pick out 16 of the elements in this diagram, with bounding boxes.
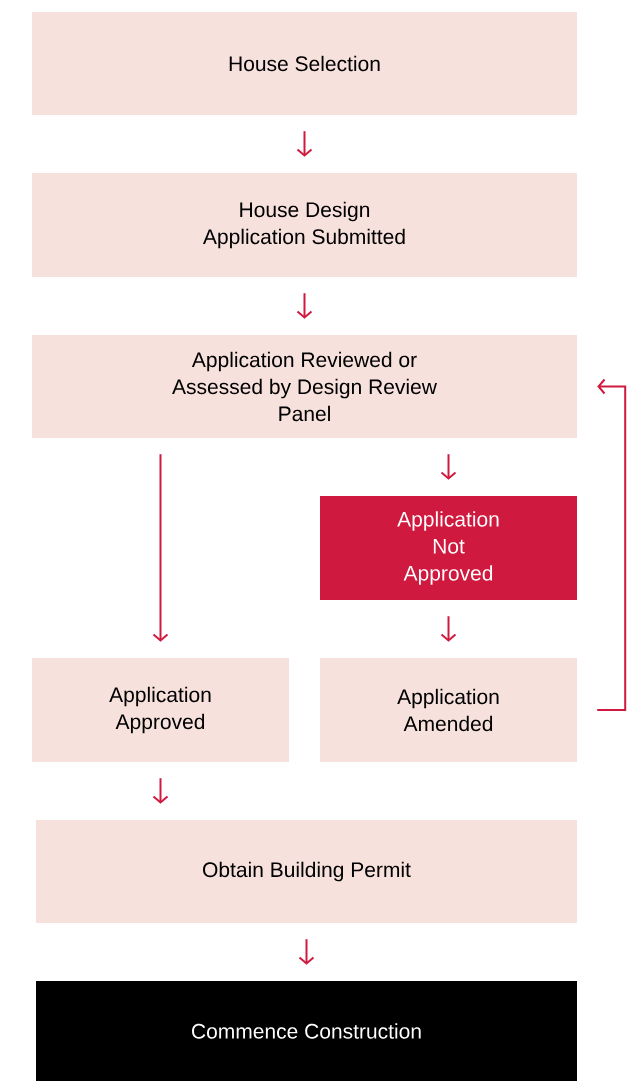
arrow [596, 378, 627, 711]
process-box: Obtain Building Permit [36, 820, 577, 923]
process-box: Application Reviewed or Assessed by Design Review Panel [32, 335, 577, 438]
process-box: Application Approved [32, 658, 289, 762]
arrow [440, 453, 457, 480]
arrow [296, 292, 313, 319]
process-box: House Selection [32, 12, 577, 115]
terminal-box: Commence Construction [36, 981, 577, 1081]
arrow [152, 453, 169, 642]
process-box: House Design Application Submitted [32, 173, 577, 277]
arrow [152, 777, 169, 804]
arrow [298, 938, 315, 965]
arrow [440, 615, 457, 642]
process-box: Application Amended [320, 658, 577, 762]
arrow [296, 130, 313, 157]
highlight-box: Application Not Approved [320, 496, 577, 600]
